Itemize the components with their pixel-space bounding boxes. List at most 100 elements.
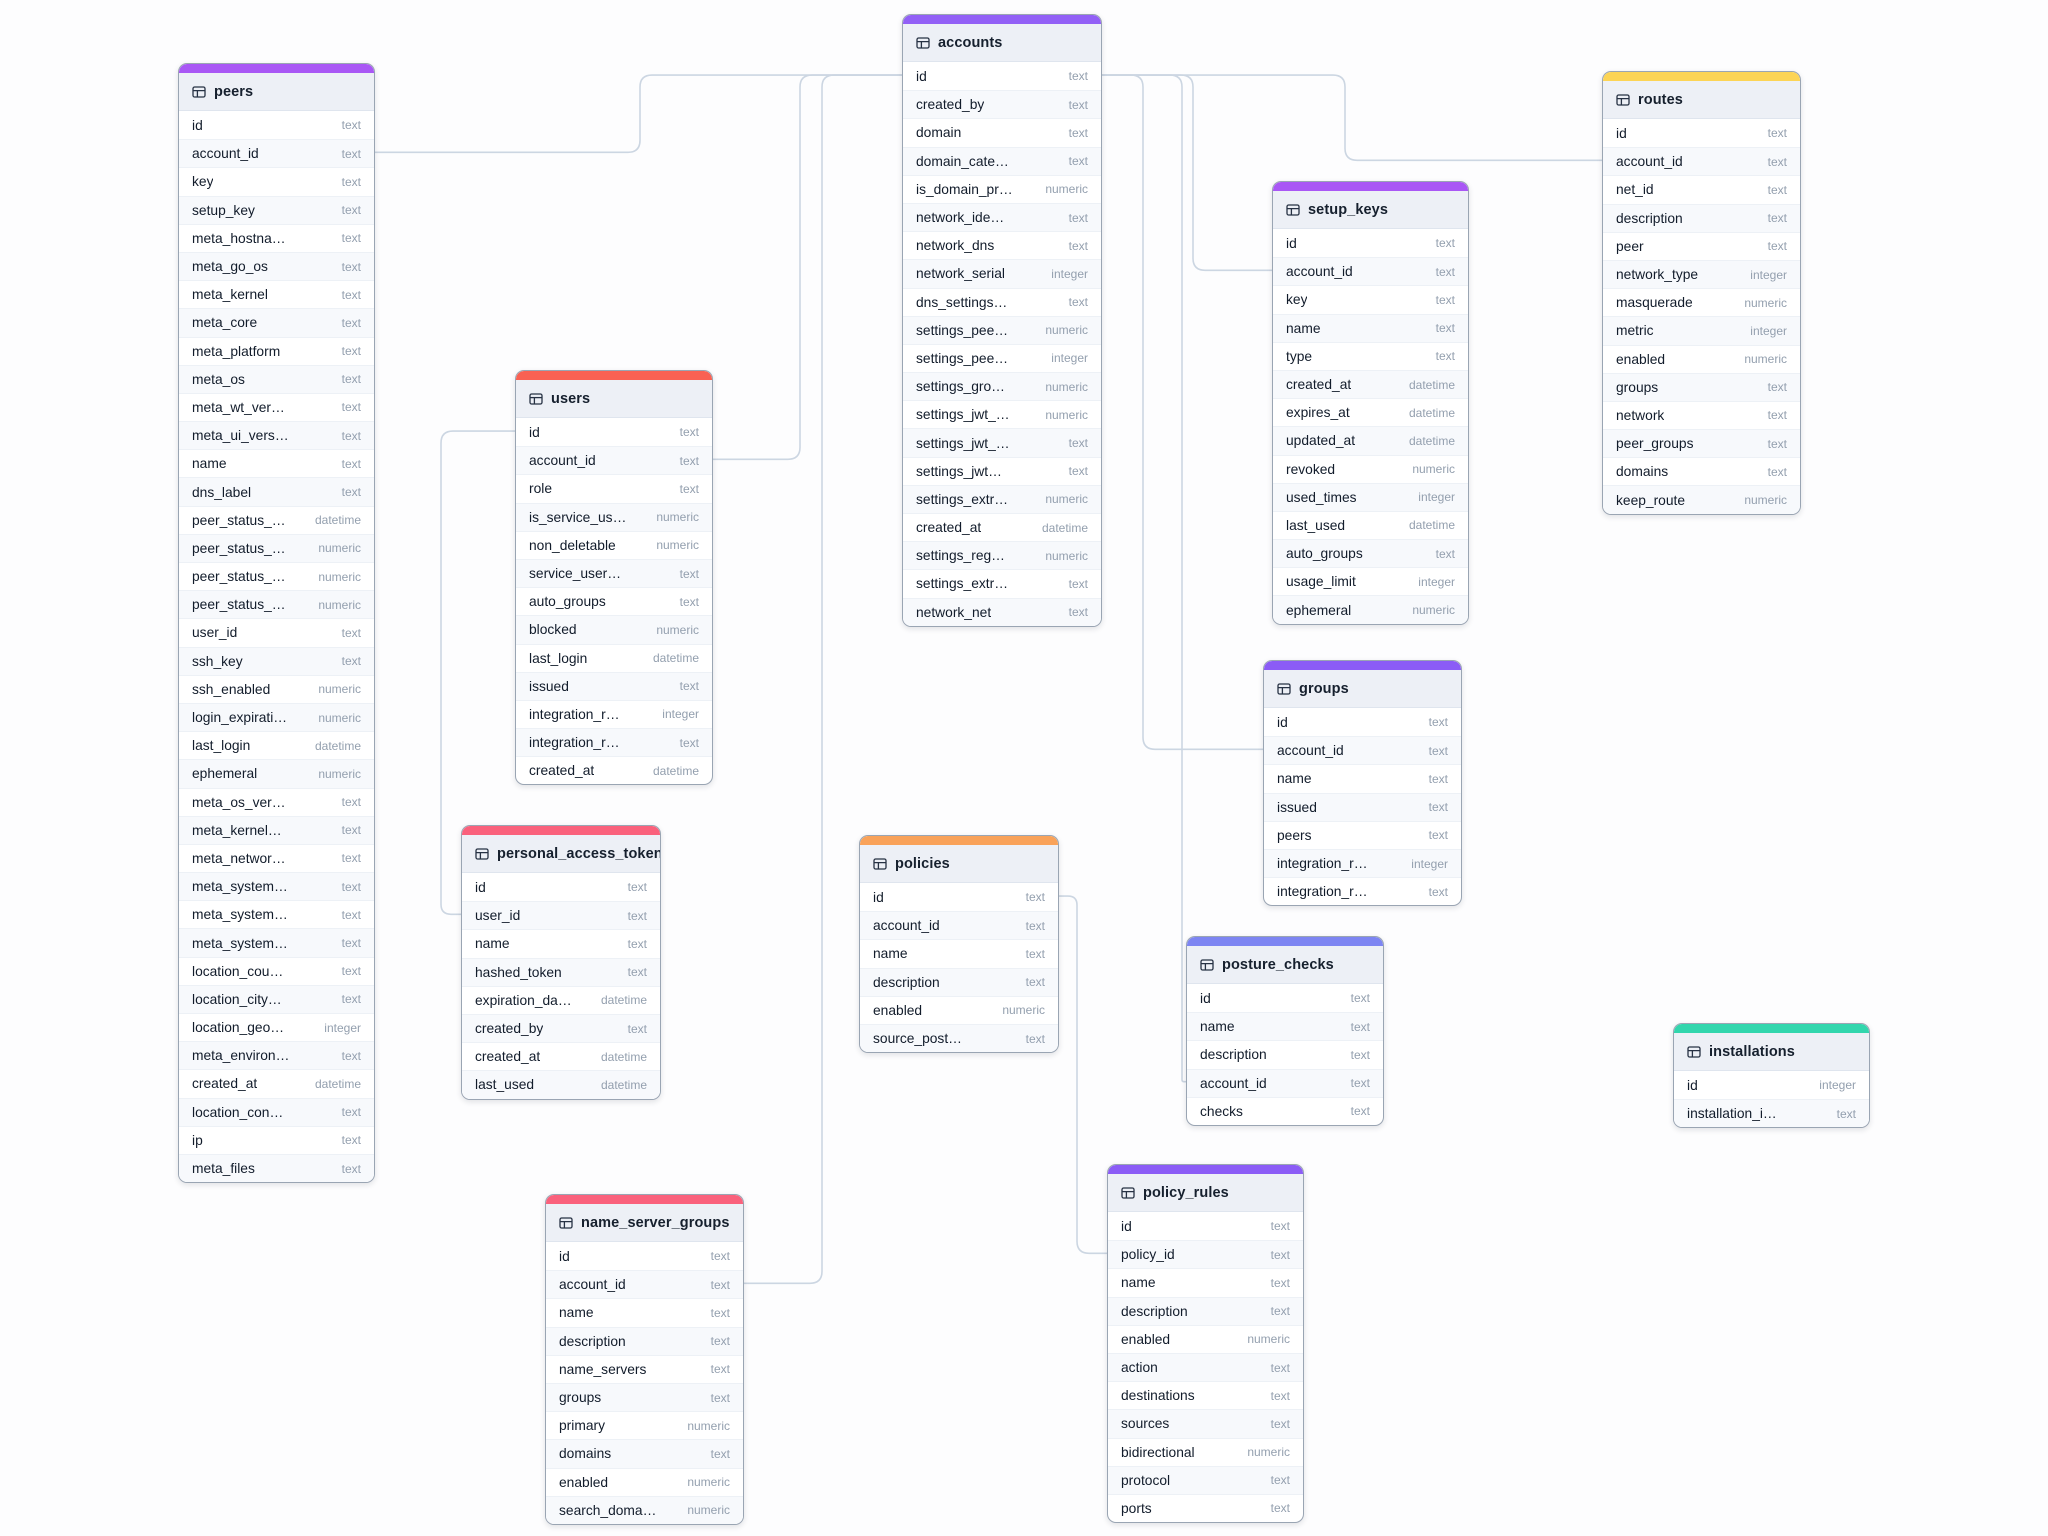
relationship-edge[interactable] bbox=[1101, 74, 1603, 162]
table-header-setup_keys[interactable]: setup_keys bbox=[1273, 191, 1468, 229]
table-row[interactable]: meta_networ…text bbox=[179, 843, 374, 872]
table-row[interactable]: meta_system…text bbox=[179, 872, 374, 901]
table-row[interactable]: meta_hostna…text bbox=[179, 223, 374, 252]
table-row[interactable]: meta_environ…text bbox=[179, 1041, 374, 1070]
table-row[interactable]: settings_jwt_…numeric bbox=[903, 400, 1101, 428]
table-header-routes[interactable]: routes bbox=[1603, 81, 1800, 119]
table-row[interactable]: location_city…text bbox=[179, 984, 374, 1013]
table-row[interactable]: source_post…text bbox=[860, 1023, 1058, 1053]
table-header-name_server_groups[interactable]: name_server_groups bbox=[546, 1204, 743, 1242]
table-row[interactable]: settings_gro…numeric bbox=[903, 372, 1101, 401]
relationship-edge[interactable] bbox=[712, 74, 903, 461]
table-row[interactable]: meta_wt_ver…text bbox=[179, 392, 374, 421]
table-row[interactable]: peer_status_…numeric bbox=[179, 562, 374, 590]
table-header-posture_checks[interactable]: posture_checks bbox=[1187, 946, 1383, 984]
table-row[interactable]: dns_settings…text bbox=[903, 287, 1101, 316]
table-row[interactable]: is_domain_pr…numeric bbox=[903, 174, 1101, 203]
table-row[interactable]: meta_ui_vers…text bbox=[179, 421, 374, 450]
table-row[interactable]: domain_cate…text bbox=[903, 146, 1101, 175]
table-row[interactable]: settings_jwt_…text bbox=[903, 428, 1101, 457]
table-row[interactable]: network_ide…text bbox=[903, 202, 1101, 232]
table-row[interactable]: settings_pee…numeric bbox=[903, 315, 1101, 344]
relationship-edge[interactable] bbox=[1101, 74, 1273, 272]
table-header-accounts[interactable]: accounts bbox=[903, 24, 1101, 62]
table-row[interactable]: service_user…text bbox=[516, 558, 712, 588]
table-header-users[interactable]: users bbox=[516, 380, 712, 418]
table-row[interactable]: integration_r…text bbox=[516, 728, 712, 757]
table-row[interactable]: is_service_us…numeric bbox=[516, 502, 712, 531]
table-row[interactable]: meta_os_ver…text bbox=[179, 787, 374, 816]
table-row[interactable]: location_cou…text bbox=[179, 956, 374, 985]
table-row[interactable]: meta_system…text bbox=[179, 928, 374, 957]
table-header-peers[interactable]: peers bbox=[179, 73, 374, 111]
table-header-policies[interactable]: policies bbox=[860, 845, 1058, 883]
table-row[interactable]: meta_system…text bbox=[179, 900, 374, 928]
